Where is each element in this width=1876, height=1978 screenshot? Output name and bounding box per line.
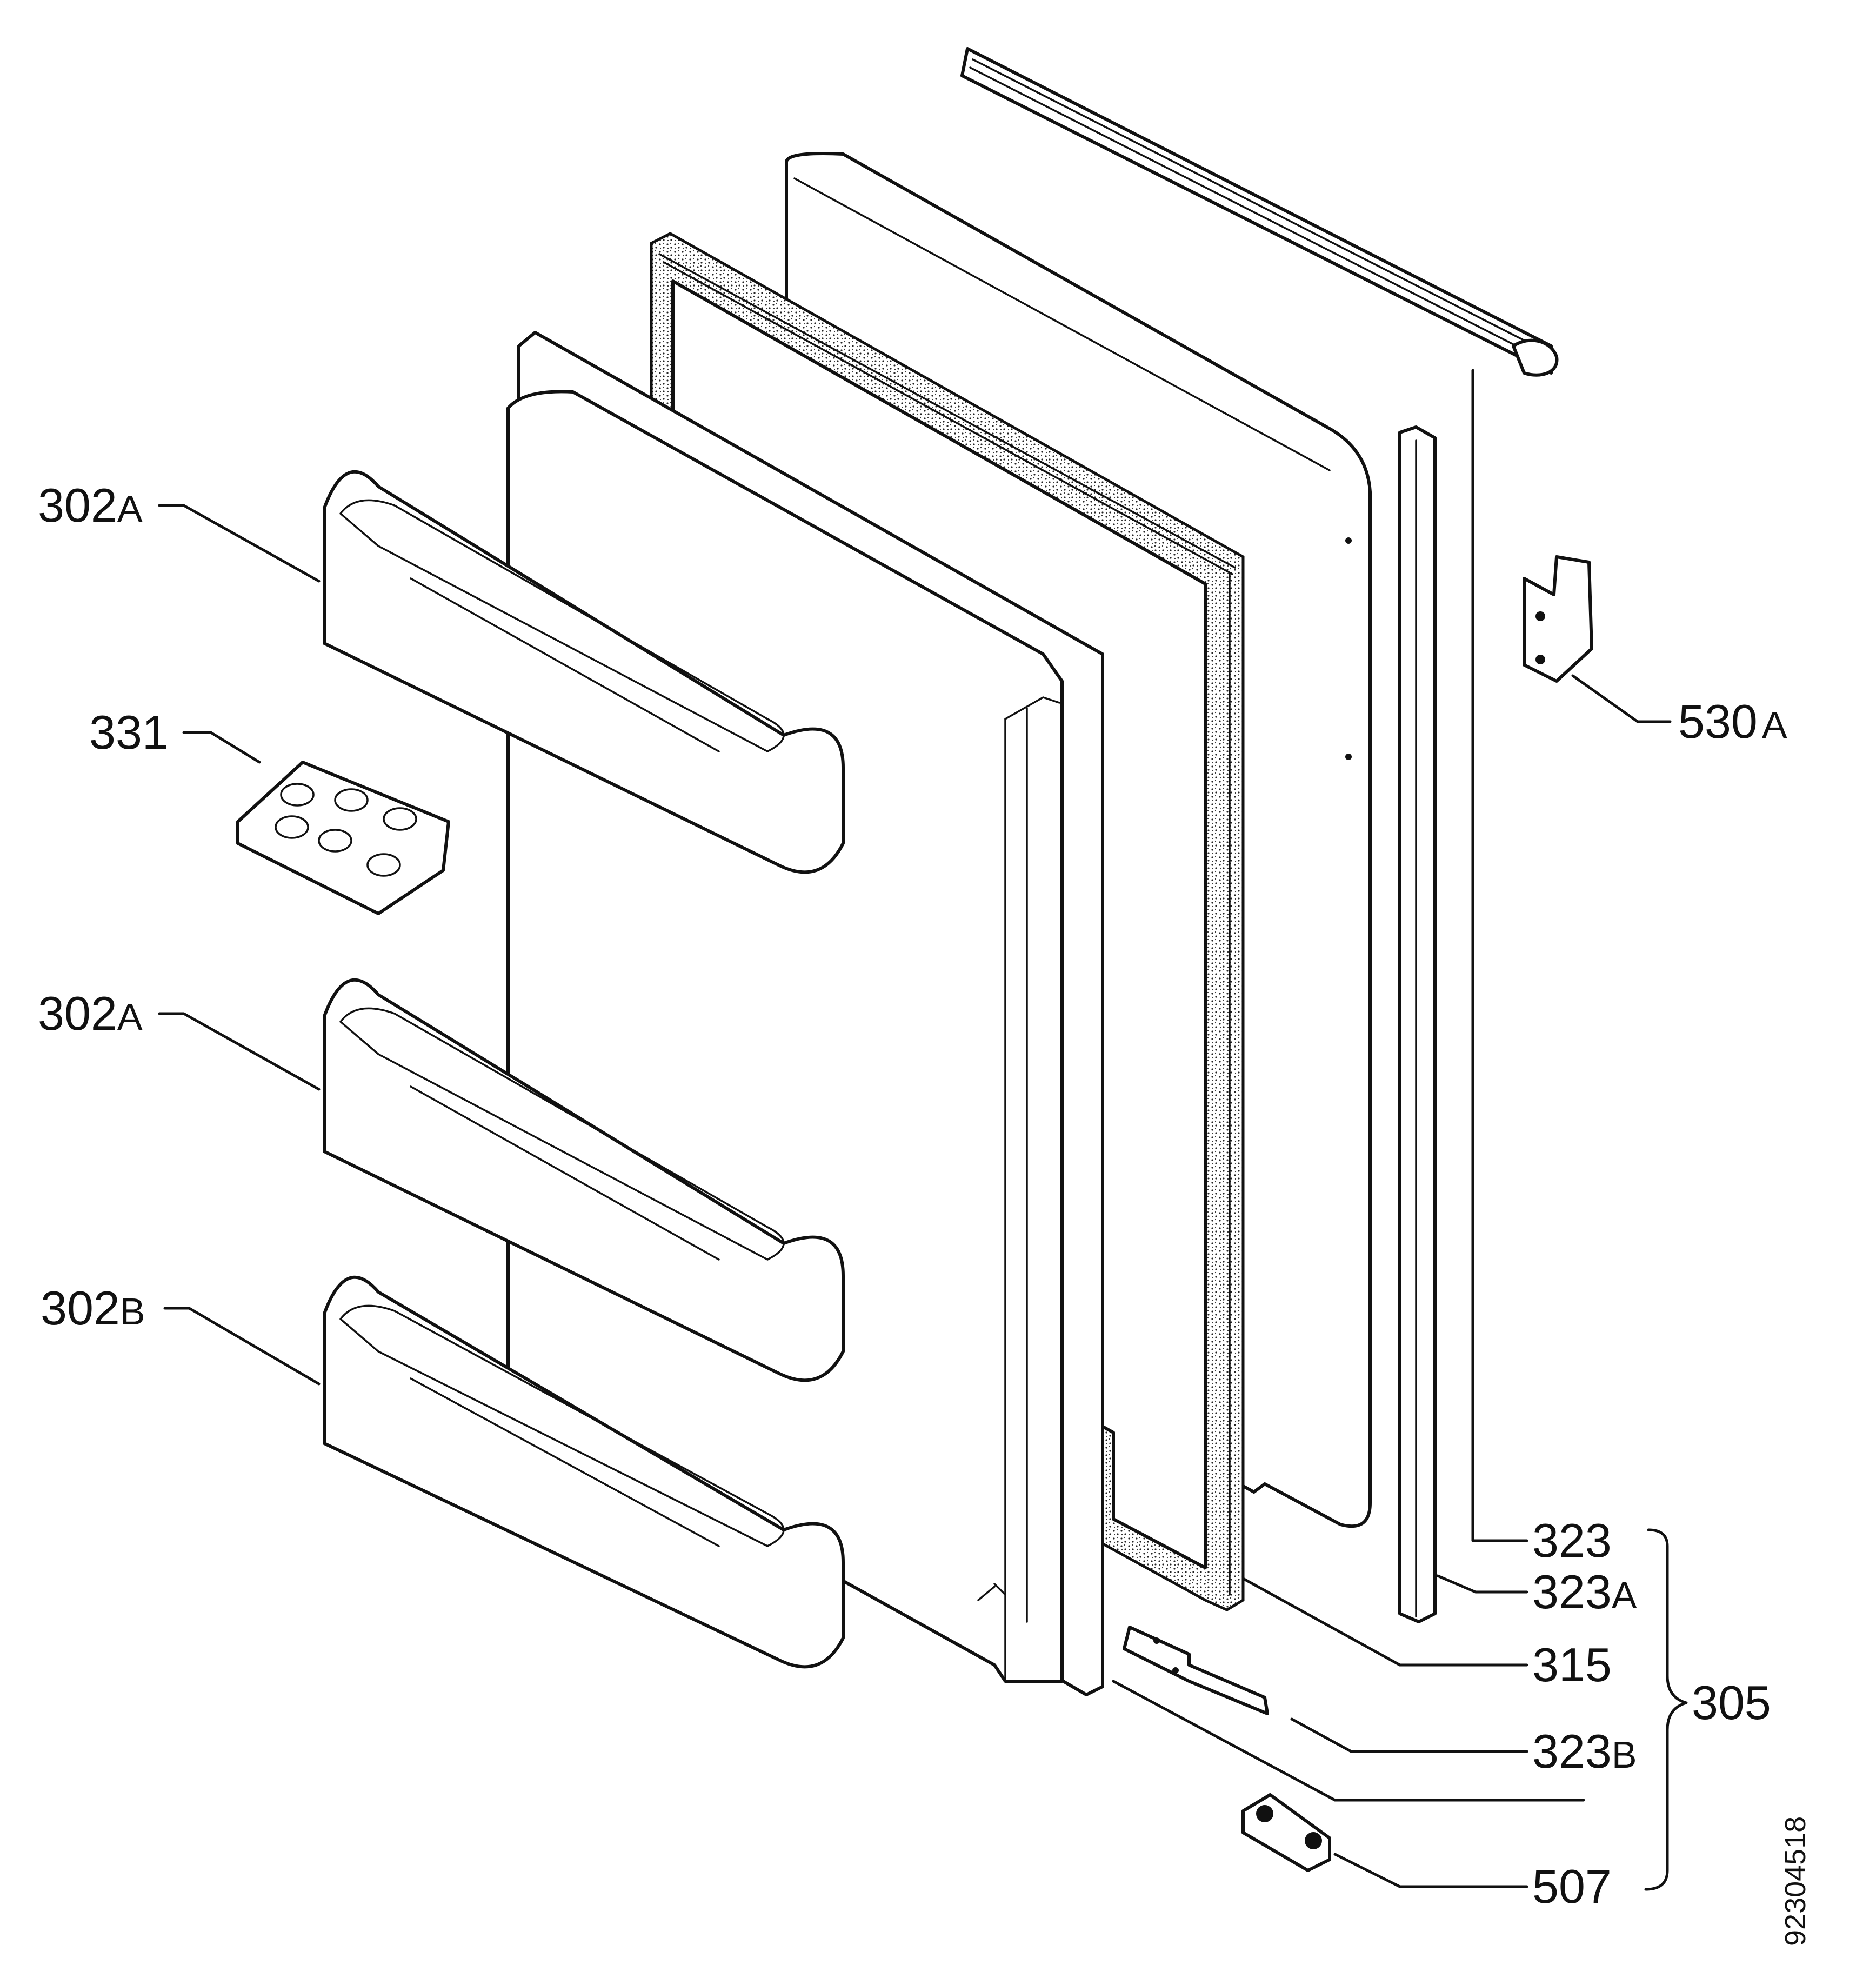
callout-302b: 302B bbox=[41, 1281, 145, 1335]
door-shelf-top bbox=[323, 470, 845, 874]
callout-302a-top: 302A bbox=[38, 478, 143, 532]
leader-lines bbox=[158, 369, 1672, 1888]
door-shelf-middle bbox=[323, 978, 845, 1382]
callout-302a-middle: 302A bbox=[38, 987, 143, 1040]
callout-507: 507 bbox=[1532, 1860, 1612, 1913]
door-shelf-bottom bbox=[323, 1275, 845, 1669]
hinge-part bbox=[1241, 1793, 1331, 1872]
group-label-305: 305 bbox=[1692, 1676, 1771, 1729]
callout-315: 315 bbox=[1532, 1638, 1612, 1691]
group-brace bbox=[1644, 1528, 1688, 1891]
callout-323a: 323A bbox=[1532, 1565, 1637, 1619]
egg-tray bbox=[236, 761, 450, 915]
hinge-cover bbox=[1523, 555, 1593, 683]
drawing-number: 92304518 bbox=[1779, 1816, 1812, 1946]
bottom-bar bbox=[1123, 1626, 1269, 1715]
top-seal-strip bbox=[960, 47, 1559, 377]
callout-323b: 323B bbox=[1532, 1724, 1637, 1778]
side-strip bbox=[1398, 425, 1437, 1623]
callout-331: 331 bbox=[89, 705, 169, 759]
callout-323: 323 bbox=[1532, 1514, 1612, 1567]
